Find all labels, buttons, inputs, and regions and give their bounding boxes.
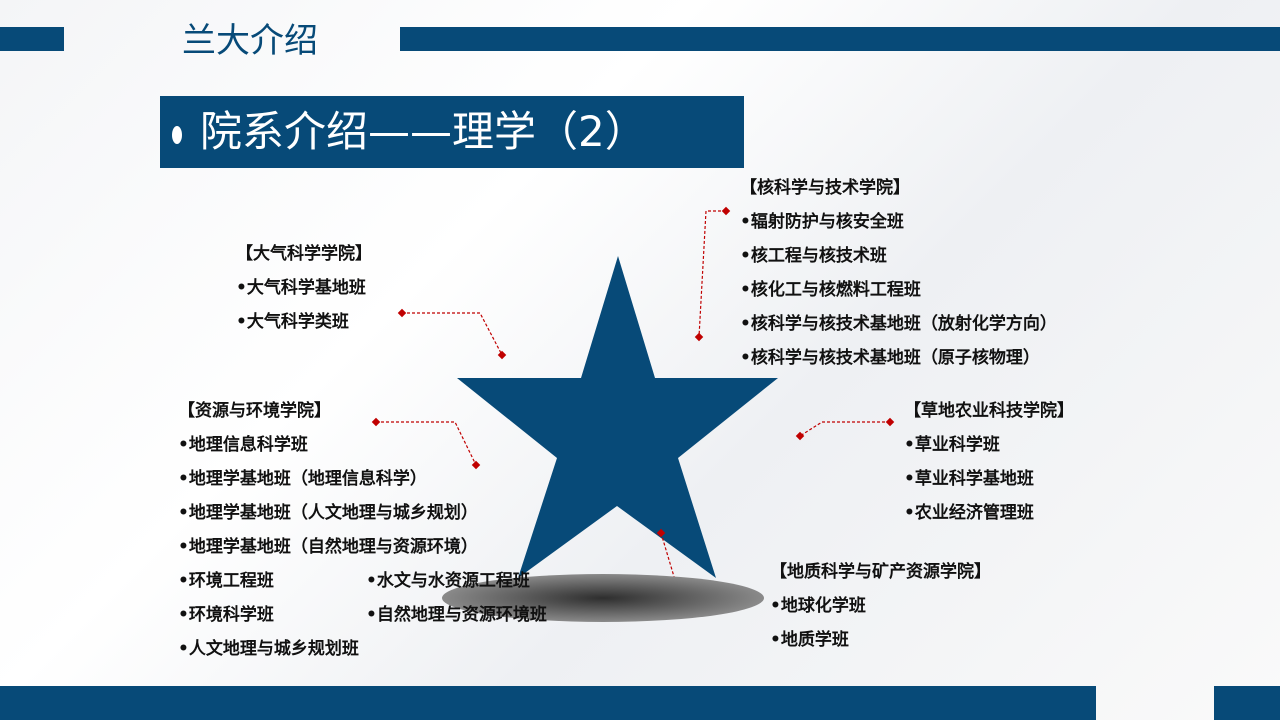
- list-item: •草业科学基地班: [904, 469, 1034, 489]
- bullet-icon: [172, 125, 182, 144]
- list-item: •农业经济管理班: [904, 503, 1034, 523]
- list-item: •核化工与核燃料工程班: [740, 280, 921, 300]
- list-item: •地理信息科学班: [178, 435, 308, 455]
- list-item: •地理学基地班（人文地理与城乡规划）: [178, 503, 478, 523]
- connector-nuclear: [698, 210, 726, 338]
- list-item: •地球化学班: [770, 596, 866, 616]
- group-title: 【地质科学与矿产资源学院】: [770, 562, 991, 582]
- connector-marker: [397, 308, 407, 318]
- list-item: •人文地理与城乡规划班: [178, 639, 359, 659]
- group-nuclear: 【核科学与技术学院】 •辐射防护与核安全班 •核工程与核技术班 •核化工与核燃料…: [740, 171, 1057, 375]
- connector-marker: [371, 417, 381, 427]
- star-shadow: [442, 574, 764, 622]
- group-resource-col2: •水文与水资源工程班 •自然地理与资源环境班: [366, 564, 547, 632]
- list-item: •地理学基地班（自然地理与资源环境）: [178, 537, 478, 557]
- group-grassland: 【草地农业科技学院】 •草业科学班 •草业科学基地班 •农业经济管理班: [904, 394, 1074, 530]
- list-item: •环境科学班: [178, 605, 274, 625]
- star-shape: [457, 256, 778, 578]
- group-geology: 【地质科学与矿产资源学院】 •地球化学班 •地质学班: [770, 555, 991, 657]
- connector-grassland: [799, 421, 890, 437]
- list-item: •核科学与核技术基地班（原子核物理）: [740, 348, 1040, 368]
- connector-marker: [795, 431, 805, 441]
- group-title: 【核科学与技术学院】: [740, 178, 910, 198]
- list-item: •核科学与核技术基地班（放射化学方向）: [740, 314, 1057, 334]
- connector-marker: [471, 460, 481, 470]
- list-item: •核工程与核技术班: [740, 246, 887, 266]
- top-right-bar: [400, 27, 1280, 51]
- group-resource-environment: 【资源与环境学院】 •地理信息科学班 •地理学基地班（地理信息科学） •地理学基…: [178, 394, 478, 666]
- list-item: •辐射防护与核安全班: [740, 212, 904, 232]
- list-item: •环境工程班: [178, 571, 274, 591]
- bottom-right-bar: [1214, 686, 1280, 720]
- connector-marker: [885, 417, 895, 427]
- list-item: •地质学班: [770, 630, 849, 650]
- group-title: 【草地农业科技学院】: [904, 401, 1074, 421]
- page-title: 院系介绍——理学（2）: [160, 96, 744, 168]
- connector-resource: [376, 421, 477, 466]
- list-item: •大气科学类班: [236, 312, 349, 332]
- connector-atmospheric: [402, 312, 503, 356]
- list-item: •地理学基地班（地理信息科学）: [178, 469, 427, 489]
- group-title: 【大气科学学院】: [236, 244, 372, 264]
- section-topic: 兰大介绍: [182, 21, 318, 61]
- page-title-text: 院系介绍——理学（2）: [200, 107, 647, 156]
- group-atmospheric: 【大气科学学院】 •大气科学基地班 •大气科学类班: [236, 237, 372, 339]
- list-item: •水文与水资源工程班: [366, 571, 530, 591]
- connector-marker: [656, 528, 666, 538]
- connector-marker: [694, 332, 704, 342]
- list-item: •大气科学基地班: [236, 278, 366, 298]
- list-item: •草业科学班: [904, 435, 1000, 455]
- bottom-bar: [0, 686, 1096, 720]
- group-title: 【资源与环境学院】: [178, 401, 331, 421]
- top-left-bar: [0, 27, 64, 51]
- list-item: •自然地理与资源环境班: [366, 605, 547, 625]
- connector-marker: [497, 350, 507, 360]
- connector-marker: [721, 206, 731, 216]
